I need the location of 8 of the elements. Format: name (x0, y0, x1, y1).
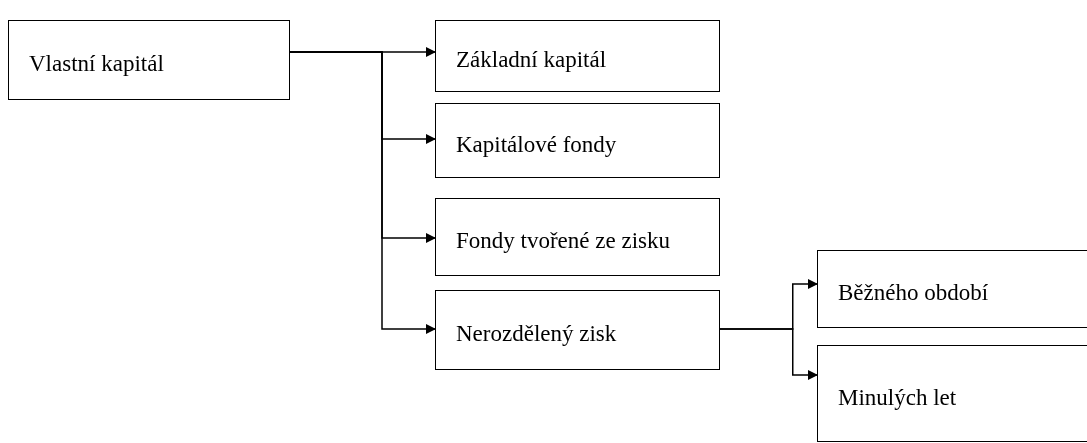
text-box: Vlastní kapitál (8, 20, 290, 100)
text-box: Kapitálové fondy (435, 103, 720, 178)
text-box: Fondy tvořené ze zisku (435, 198, 720, 276)
arrow (719, 328, 818, 380)
text-box: Minulých let (817, 345, 1087, 442)
text-box: Běžného období (817, 250, 1087, 328)
text-box: Nerozdělený zisk (435, 290, 720, 370)
text-box: Základní kapitál (435, 20, 720, 92)
